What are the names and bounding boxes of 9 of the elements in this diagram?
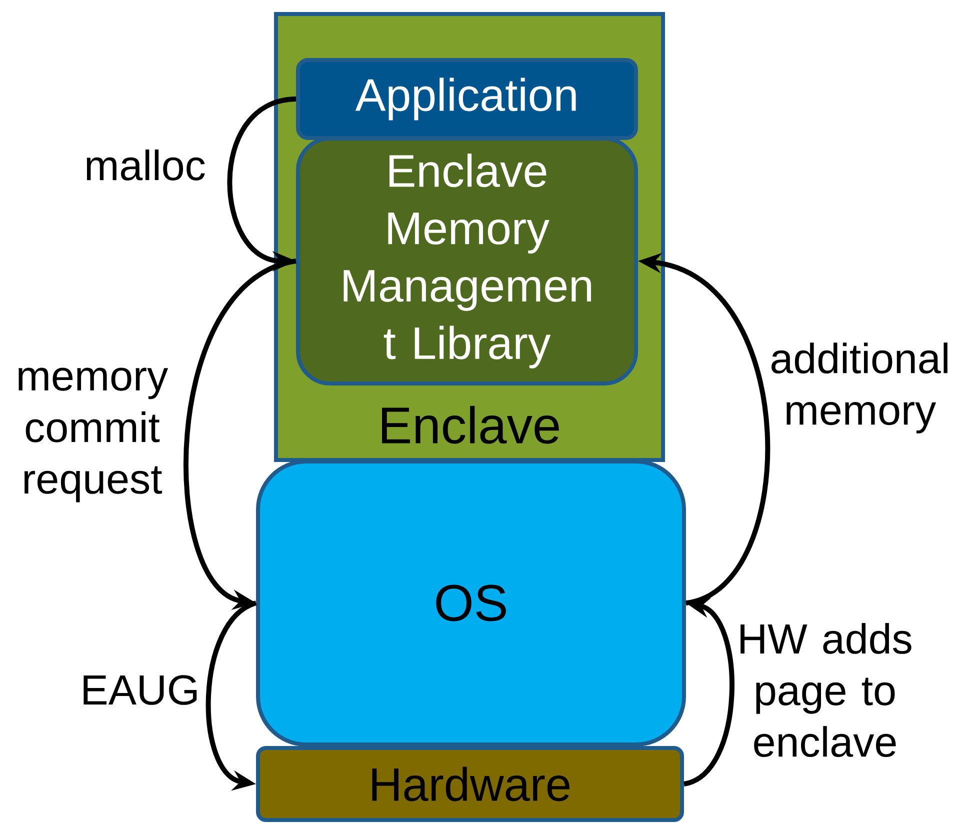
- edge-label: EAUG: [84, 675, 197, 705]
- library-box: Enclave Memory Managemen t Library: [296, 136, 638, 386]
- edge-label: memory commit request: [18, 368, 168, 502]
- hardware-box: Hardware: [256, 746, 684, 822]
- edge-label: additional memory: [772, 342, 948, 434]
- edge-label: HW adds page to enclave: [740, 622, 912, 758]
- edge-label: malloc: [86, 150, 205, 180]
- os-box: OS: [256, 460, 686, 746]
- application-box: Application: [296, 58, 638, 140]
